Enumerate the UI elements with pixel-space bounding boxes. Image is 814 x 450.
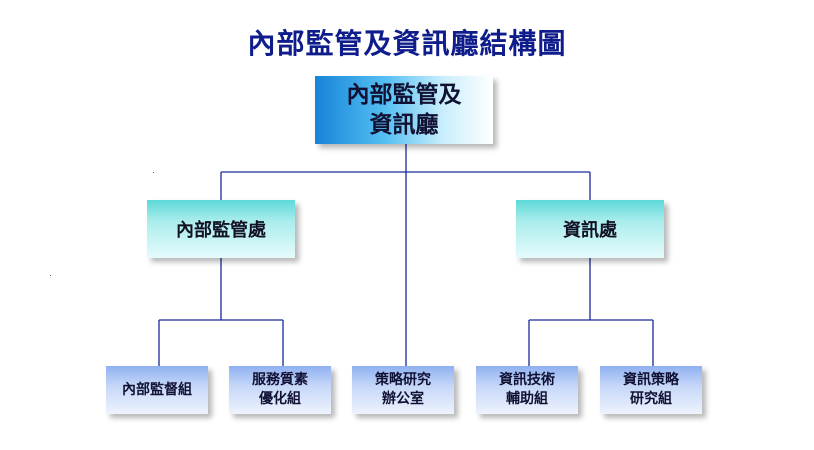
unit-label-line2: 研究組 bbox=[630, 391, 672, 407]
stray-dot bbox=[153, 172, 154, 173]
unit-label-line1: 策略研究 bbox=[375, 372, 431, 388]
unit-node-it-support: 資訊技術 輔助組 bbox=[476, 366, 578, 414]
unit-label-line2: 輔助組 bbox=[506, 391, 548, 407]
unit-node-service-quality: 服務質素 優化組 bbox=[229, 366, 331, 414]
unit-node-info-strategy: 資訊策略 研究組 bbox=[600, 366, 702, 414]
root-label-line1: 內部監管及 bbox=[346, 82, 462, 108]
unit-node-internal-audit: 內部監督組 bbox=[106, 366, 208, 414]
chart-title: 內部監管及資訊廳結構圖 bbox=[247, 27, 567, 60]
unit-label-line1: 內部監督組 bbox=[122, 381, 192, 398]
unit-label-line2: 優化組 bbox=[259, 391, 301, 407]
root-node: 內部監管及 資訊廳 bbox=[315, 76, 493, 144]
unit-label-line1: 服務質素 bbox=[252, 372, 308, 388]
unit-label-line1: 資訊技術 bbox=[499, 372, 555, 388]
department-node-internal-supervision: 內部監管處 bbox=[147, 200, 295, 258]
department-label: 內部監管處 bbox=[176, 220, 266, 241]
department-label: 資訊處 bbox=[563, 220, 617, 241]
unit-label-line2: 辦公室 bbox=[382, 391, 424, 407]
unit-node-strategy-research: 策略研究 辦公室 bbox=[352, 366, 454, 414]
stray-dot bbox=[50, 275, 51, 276]
department-node-information: 資訊處 bbox=[516, 200, 664, 258]
root-label-line2: 資訊廳 bbox=[369, 112, 439, 138]
unit-label-line1: 資訊策略 bbox=[623, 372, 679, 388]
